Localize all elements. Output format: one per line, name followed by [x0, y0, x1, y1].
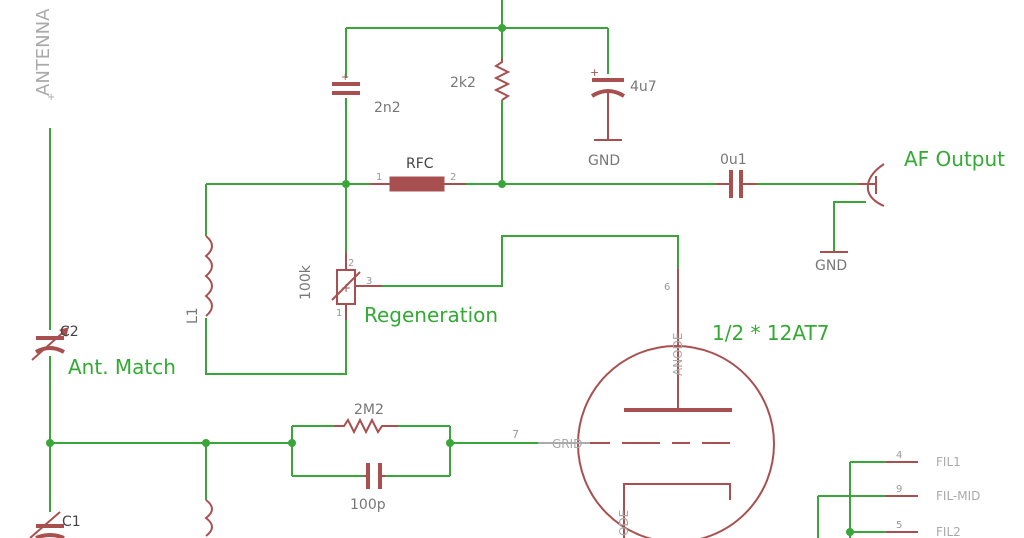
fil2-label: FIL2 — [936, 525, 961, 538]
fil1-pin: 4 — [896, 450, 902, 461]
junction-l2 — [202, 439, 210, 447]
tube-pin6: 6 — [664, 282, 670, 293]
pot-pin3: 3 — [366, 276, 372, 287]
junction-fil — [846, 528, 854, 536]
c2-value: Ant. Match — [68, 355, 176, 379]
antenna-label: ANTENNA — [33, 8, 54, 96]
wires — [49, 0, 886, 538]
inductor-l1: L1 — [185, 235, 213, 324]
c1-name: C1 — [62, 514, 81, 530]
regeneration-label: Regeneration — [364, 303, 498, 327]
c1-variable-capacitor: C1 — [29, 511, 81, 538]
pot-pin1: 1 — [336, 308, 342, 319]
wire-filmid — [817, 495, 886, 538]
af-output-label: AF Output — [904, 147, 1005, 171]
capacitor-0u1: 0u1 — [716, 152, 758, 198]
c2-name: C2 — [60, 324, 79, 340]
af-output-jack: AF Output GND — [815, 147, 1005, 274]
junction-rfc-right — [498, 180, 506, 188]
capacitor-4u7: + 4u7 GND — [588, 66, 657, 169]
rfc-label: RFC — [406, 156, 434, 172]
junction-par-left — [288, 439, 296, 447]
rfc-pin1: 1 — [376, 172, 382, 183]
vacuum-tube-12at7: 1/2 * 12AT7 6 ANODE 7 GRID ODE — [512, 268, 829, 538]
gnd-top-label: GND — [588, 153, 620, 169]
wire-jack-gnd — [833, 201, 866, 252]
cap-2n2-value: 2n2 — [374, 100, 401, 116]
tube-cathode-label: ODE — [617, 510, 631, 536]
cap-0u1-value: 0u1 — [720, 152, 747, 168]
rfc-choke: RFC 1 2 — [370, 156, 466, 192]
inductor-l2 — [204, 499, 213, 537]
pot-pin2: 2 — [348, 258, 354, 269]
cap-100p-value: 100p — [350, 497, 386, 513]
fil1-label: FIL1 — [936, 455, 961, 469]
wire-pot-bottom — [205, 318, 347, 375]
antenna-symbol: ANTENNA + — [33, 8, 55, 103]
regeneration-potentiometer: + 100k 1 2 3 Regeneration — [298, 252, 498, 327]
antenna-origin-mark: + — [47, 92, 55, 103]
wire-pot-to-anode-a — [382, 235, 679, 287]
pot-value: 100k — [298, 264, 314, 300]
gnd-right-label: GND — [815, 258, 847, 274]
tube-anode-label: ANODE — [671, 333, 685, 376]
junction-grid-bus — [46, 439, 54, 447]
cap-4u7-plus: + — [590, 66, 599, 79]
junction-rfc-left — [342, 180, 350, 188]
l1-label: L1 — [185, 307, 201, 324]
res-2k2-value: 2k2 — [450, 75, 476, 91]
filament-pins: 4 FIL1 9 FIL-MID 5 FIL2 — [886, 450, 980, 538]
capacitor-2n2: + 2n2 — [332, 72, 401, 116]
filmid-pin: 9 — [896, 484, 902, 495]
pot-wiper-plus: + — [341, 281, 351, 295]
cap-2n2-plus: + — [341, 72, 349, 83]
rfc-body — [389, 176, 445, 192]
filmid-label: FIL-MID — [936, 489, 980, 503]
resistor-2k2: 2k2 — [450, 58, 511, 101]
tube-grid-label: GRID — [552, 437, 582, 451]
fil2-pin: 5 — [896, 520, 902, 531]
c2-variable-capacitor: C2 Ant. Match — [31, 324, 176, 379]
junction-top — [498, 24, 506, 32]
tube-label: 1/2 * 12AT7 — [712, 321, 829, 345]
tube-pin7: 7 — [512, 428, 519, 441]
capacitor-100p: 100p — [350, 463, 386, 513]
junction-par-right — [446, 439, 454, 447]
junctions — [46, 24, 854, 536]
resistor-2m2: 2M2 — [334, 402, 398, 435]
cap-4u7-value: 4u7 — [630, 79, 657, 95]
res-2m2-value: 2M2 — [354, 402, 384, 418]
rfc-pin2: 2 — [450, 172, 456, 183]
